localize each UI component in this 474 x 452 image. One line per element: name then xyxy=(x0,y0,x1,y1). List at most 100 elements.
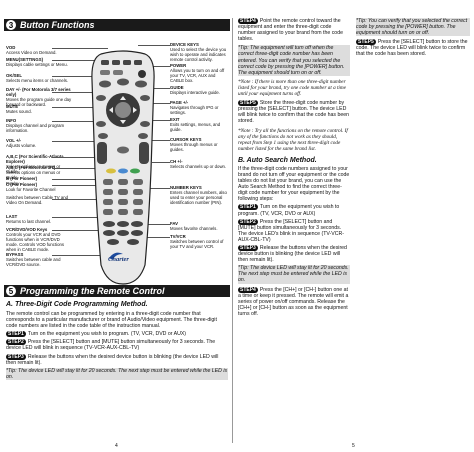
section-b-intro: If the three-digit code numbers assigned… xyxy=(238,165,350,203)
col3-tip: *Tip: You can verify that you selected t… xyxy=(356,18,470,37)
leader-line xyxy=(52,107,104,108)
section-a-tip: *Tip: The device LED will stay lit for 2… xyxy=(6,367,228,380)
leader-line xyxy=(52,199,110,200)
leader-line xyxy=(52,255,114,256)
label-desc: Replay xyxy=(6,180,20,186)
label-title: A,B,C (For Scientific-Atlanta Explorer) xyxy=(6,154,64,164)
leader-line xyxy=(52,76,110,77)
leader-line xyxy=(146,120,170,121)
left-label-6: VOL +/-Adjusts volume. xyxy=(6,138,72,149)
left-label-10: C (For Pioneer)Look for Favorite Channel xyxy=(6,182,72,193)
label-title: CH +/- xyxy=(170,159,183,164)
col2-tip-1: *Tip: The equipment will turn off when t… xyxy=(238,45,350,76)
section-3-banner: 3 Button Functions xyxy=(4,19,230,31)
label-desc: Selects options on menus or Guide. xyxy=(6,163,61,174)
step-text: Point the remote control toward the equi… xyxy=(238,18,343,43)
label-title: DEVICE KEYS xyxy=(170,42,199,47)
left-label-7: A,B,C (For Scientific-Atlanta Explorer)S… xyxy=(6,154,72,175)
leader-line xyxy=(140,237,170,238)
step-text: Press the [CH+] or [CH-] button one at a… xyxy=(238,286,349,317)
leader-line xyxy=(152,162,170,163)
left-label-8: A,B,C (For Motorola 3/7)Selects options … xyxy=(6,165,72,181)
remote-control-illustration xyxy=(91,50,155,285)
step-text: Press the [SELECT] button and [MUTE] but… xyxy=(6,339,216,352)
leader-line xyxy=(138,45,170,46)
label-title: TV/VCR xyxy=(170,234,186,239)
step-text: Press the [SELECT] button and [MUTE] but… xyxy=(238,218,344,243)
label-desc: Selects options on menus or Guide. xyxy=(6,169,61,180)
section-title: Programming the Remote Control xyxy=(20,286,165,296)
column-divider xyxy=(232,18,233,443)
label-title: C (For Pioneer) xyxy=(6,182,38,187)
left-label-11: Switches between Cable TV and Video On D… xyxy=(6,195,72,206)
label-desc: Moves favorite channels. xyxy=(170,225,218,231)
right-label-3: PAGE +/-Navigates through IPG or setting… xyxy=(170,100,230,116)
label-title: BYPASS xyxy=(6,252,24,257)
left-label-3: DAY +/- (For Motorola 3/7 series only)Mo… xyxy=(6,87,72,108)
step-text: Release the buttons when the desired dev… xyxy=(6,353,219,366)
leader-line xyxy=(52,48,108,49)
label-desc: Navigates through IPG or settings. xyxy=(170,104,219,115)
section-5-banner: 5 Programming the Remote Control xyxy=(4,285,230,297)
step-badge: STEP4 xyxy=(238,286,258,293)
label-desc: Moves through menus or guides. xyxy=(170,141,218,152)
step-text: Release the buttons when the desired dev… xyxy=(238,245,347,264)
leader-line xyxy=(142,224,170,225)
label-desc: Displays interactive guide. xyxy=(170,89,220,95)
step-badge: STEP4 xyxy=(238,18,258,24)
col2-note-2: *Note : Try all the functions on the rem… xyxy=(238,127,348,152)
label-desc: Selects menu items or channels. xyxy=(6,77,69,83)
label-title: VOL +/- xyxy=(6,138,22,143)
label-desc: Access Video on Demand. xyxy=(6,49,57,55)
section-number: 5 xyxy=(6,286,16,296)
leader-line xyxy=(52,121,106,122)
step-text: Turn on the equipment you wish to progra… xyxy=(238,204,340,217)
step-badge: STEP2 xyxy=(238,218,258,225)
left-label-9: B (For Pioneer)Replay xyxy=(6,176,72,187)
step-badge: STEP5 xyxy=(238,100,258,107)
leader-line xyxy=(52,157,112,158)
label-title: INFO xyxy=(6,118,17,123)
right-label-6: CH +/-Selects channels up or down. xyxy=(170,159,230,170)
step-badge: STEP2 xyxy=(6,339,26,346)
label-title: NUMBER KEYS xyxy=(170,185,202,190)
step-badge: STEP1 xyxy=(238,204,258,211)
label-desc: Returns to last channel. xyxy=(6,218,52,224)
label-title: LAST xyxy=(6,214,18,219)
col2-tip-2: *Tip: The device LED will stay lit for 2… xyxy=(238,265,350,284)
page-number-right: 5 xyxy=(352,443,355,449)
label-desc: Switches between Cable TV and Video On D… xyxy=(6,195,69,205)
left-label-1: MENU(SETTINGS)Displays cable settings or… xyxy=(6,57,72,68)
label-desc: Used to select the device you wish to op… xyxy=(170,46,227,62)
label-desc: Displays channel and program information… xyxy=(6,122,65,133)
leader-line xyxy=(146,66,170,67)
label-desc: Allows you to turn on and off your TV, V… xyxy=(170,67,225,83)
leader-line xyxy=(52,230,110,231)
label-title: OK/SEL xyxy=(6,73,22,78)
leader-line xyxy=(52,92,108,93)
label-title: MENU(SETTINGS) xyxy=(6,57,43,62)
section-b-title: B. Auto Search Method. xyxy=(238,156,317,164)
label-title: DAY +/- (For Motorola 3/7 series only) xyxy=(6,87,71,97)
leader-line xyxy=(140,140,170,141)
leader-line xyxy=(141,88,170,89)
step-text: Press the [SELECT] button to store the c… xyxy=(356,39,468,58)
